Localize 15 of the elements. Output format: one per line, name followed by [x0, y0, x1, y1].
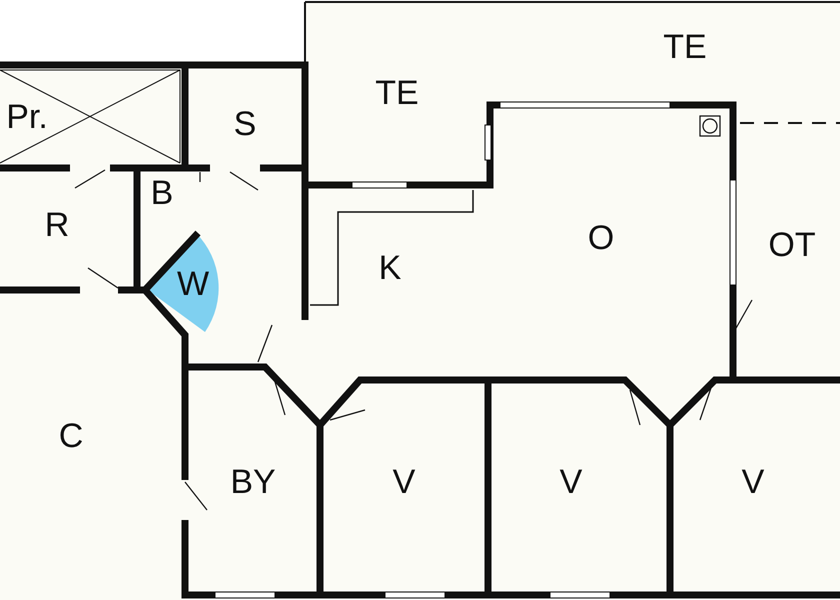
- room-label: TE: [375, 76, 419, 110]
- room-label: TE: [663, 30, 707, 64]
- room-label: S: [234, 107, 256, 141]
- room-label: OT: [768, 228, 816, 262]
- room-label: BY: [230, 465, 276, 499]
- room-label: V: [392, 465, 416, 499]
- room-label: O: [588, 221, 614, 255]
- room-label: W: [176, 267, 210, 301]
- room-label: R: [44, 208, 70, 242]
- room-label: K: [378, 251, 402, 285]
- room-label: V: [742, 465, 764, 499]
- room-label: B: [150, 176, 174, 210]
- room-label: Pr.: [6, 100, 48, 134]
- room-label: C: [58, 419, 84, 453]
- room-label: V: [560, 465, 582, 499]
